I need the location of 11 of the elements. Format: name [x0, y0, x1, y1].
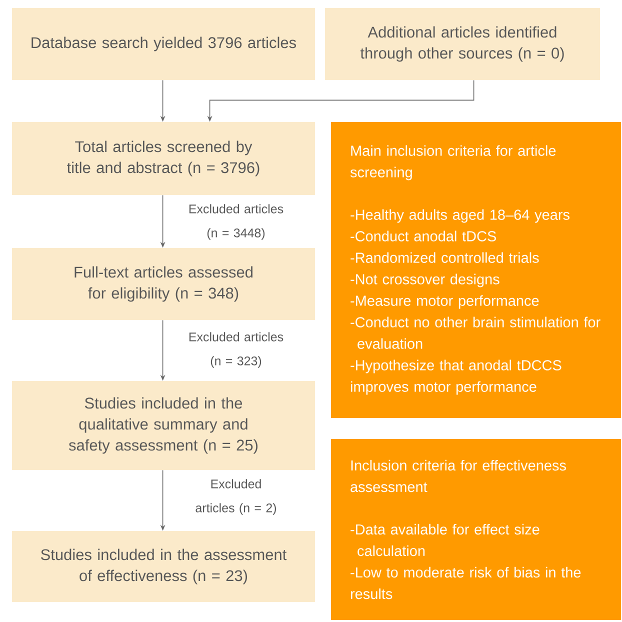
- criteria-box: Inclusion criteria for effectiveness assessment -Data available for effect size calculation -Low to moderate risk of bias in the results: [331, 439, 621, 620]
- process-box: Full-text articles assessed for eligibility (n = 348): [12, 248, 315, 320]
- edge-label: Excluded articles (n = 3448): [189, 204, 284, 240]
- process-box: Studies included in the qualitative summary and safety assessment (n = 25): [12, 381, 315, 470]
- edge-label: Excluded articles (n = 2): [196, 479, 276, 515]
- process-box: Total articles screened by title and abstract (n = 3796): [12, 122, 315, 195]
- criteria-box: Main inclusion criteria for article screening -Healthy adults aged 18–64 years -Conduct anodal tDCS -Randomized controlled trials -Not crossover designs -Measure motor performance -Conduct no other brain stimulation for evaluation -Hypothesize that anodal tDCCS improves motor performance: [331, 122, 621, 418]
- process-box: Additional articles identified through other sources (n = 0): [325, 8, 600, 80]
- process-box: Database search yielded 3796 articles: [12, 8, 315, 80]
- process-box: Studies included in the assessment of effectiveness (n = 23): [12, 531, 315, 602]
- edge-label: Excluded articles (n = 323): [189, 332, 284, 368]
